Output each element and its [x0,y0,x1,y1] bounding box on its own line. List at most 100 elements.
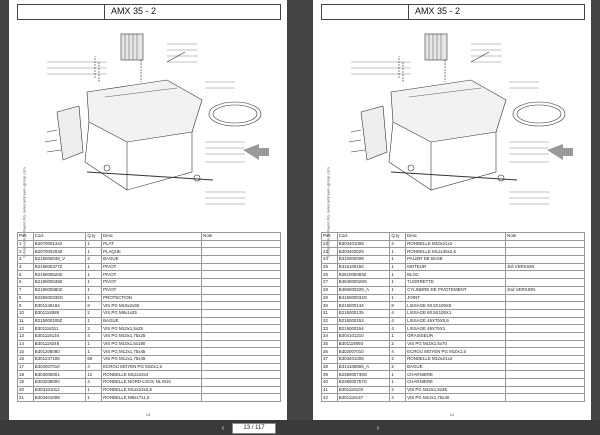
table-cell: 1 [85,285,103,295]
table-cell: 60 [85,355,103,364]
table-cell: 38 [321,362,338,372]
table-cell: RONDELLE M10x21x2 [405,355,507,364]
table-cell: B303403029 [336,247,391,257]
table-cell: B303401008 [336,239,391,249]
table-cell [201,285,281,295]
table-cell: B215000135 [336,308,391,318]
table-cell: B219000580Z [32,285,87,295]
col-note: Note [505,232,585,241]
table-cell: 1 [389,285,407,295]
col-qty: Q.ty [389,232,407,241]
table-cell: B301118134 [32,331,87,341]
table-cell: 10 [17,308,34,318]
table-cell [505,385,585,395]
table-cell: 1 [389,262,407,272]
page-title: AMX 35 - 2 [415,6,461,16]
table-cell: PIVOT [101,285,203,295]
table-cell: TUORRETTE [405,278,507,287]
table-cell: 1 [85,262,103,272]
table-cell: B302007010 [32,362,87,372]
table-cell: 12 [17,324,34,333]
table-cell [505,378,585,387]
table-cell: 11 [17,316,34,326]
table-cell: LISSAGE 60.5X105X1 [405,308,507,318]
page-number-input[interactable]: 13 / 117 [232,423,276,434]
table-cell [505,316,585,326]
table-cell: 1 [85,239,103,249]
table-cell: B310000008 [336,255,391,264]
manual-page-left: AMX 35 - 2 © Ammann-Schweiz AG, www.amma… [9,0,287,420]
table-cell: ECROU MOYEN PG M10x1,5 [405,347,507,356]
table-cell: B236000757G [336,378,391,387]
table-cell [201,301,281,310]
col-pos: Pos [17,232,34,241]
table-cell [505,347,585,356]
manual-page-right: AMX 35 - 2 © Ammann-Schweiz AG, www.amma… [313,0,591,420]
table-cell: B301249184 [32,301,87,310]
table-cell: CHARNIERE [405,370,507,380]
table-cell: B251000083Z [336,270,391,280]
table-cell: 1 [85,347,103,356]
table-cell: 28 [321,285,338,295]
table-cell: 4 [389,316,407,326]
table-cell [505,370,585,380]
table-cell: VIS PG M10x1,5x70 [405,339,507,349]
table-cell: B303401008 [32,393,87,403]
col-pos: Pos [321,232,338,241]
table-cell: 22 [321,239,338,249]
table-cell: B215000134 [336,301,391,310]
header-divider [104,5,105,19]
table-cell: 4 [389,393,407,403]
table-cell: RONDELLE NORD-LOCK NL M16 [101,378,203,387]
chevron-right-icon[interactable]: › [376,423,380,432]
table-cell: MOTEUR [405,262,507,272]
table-cell [201,293,281,303]
table-cell [201,270,281,280]
table-cell: CHARNIERE [405,378,507,387]
table-cell: 4 [85,362,103,372]
table-cell [505,324,585,333]
table-cell: VIS PG M10x1,5x25 [101,324,203,333]
table-cell [505,270,585,280]
table-cell: 2 [389,339,407,349]
table-cell: 3rd VERSION [505,262,585,272]
table-cell [505,339,585,349]
viewer-toolbar: ‹ 13 / 117 › [0,420,600,435]
table-cell [201,331,281,341]
table-cell: B314108805_A [336,362,391,372]
table-cell: CYLINDRE DE PIVOTEMENT [405,285,507,295]
table-cell: 1 [85,293,103,303]
table-cell: 40 [321,378,338,387]
table-cell: B415000034G [336,293,391,303]
table-cell: PLAT [101,239,203,249]
table-cell: RONDELLE M12x24x3 [101,370,203,380]
table-cell: 4 [389,308,407,318]
col-code: Cod. [32,232,87,241]
table-cell: 24 [321,255,338,264]
table-cell: 41 [321,385,338,395]
exploded-parts-diagram [44,33,269,205]
table-cell: 26 [321,270,338,280]
chevron-left-icon[interactable]: ‹ [221,423,225,432]
table-cell: B301118137 [336,393,391,403]
table-cell: B301118248 [32,339,87,349]
table-cell: 27 [321,278,338,287]
table-cell: B303006001 [32,370,87,380]
table-cell [201,324,281,333]
table-cell: B303208000 [32,378,87,387]
table-cell: VIS PG M12x1,75x40 [405,393,507,403]
table-cell: BAGUE [101,316,203,326]
